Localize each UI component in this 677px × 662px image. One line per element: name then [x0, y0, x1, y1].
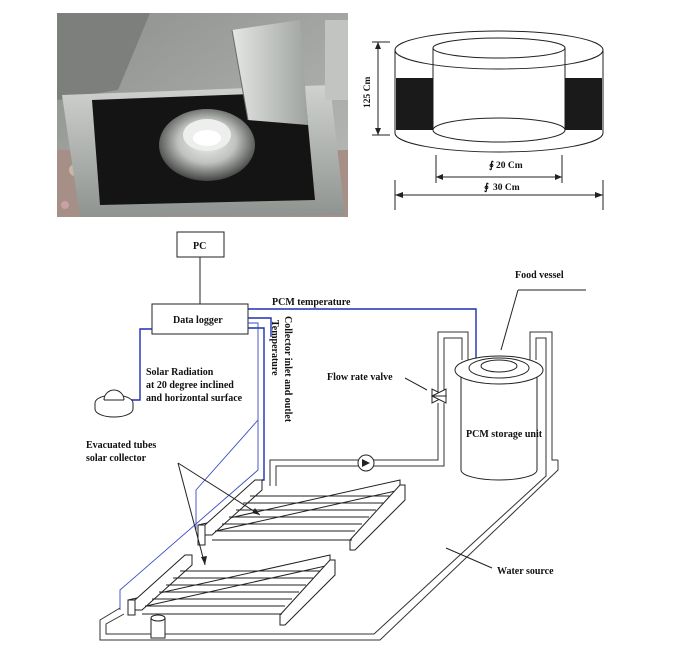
- solar-radiation-label-1: Solar Radiation: [146, 367, 214, 378]
- height-dimension-label: 125 Cm: [363, 77, 373, 108]
- pyranometer-icon: [94, 389, 134, 418]
- insulation-left: [396, 78, 433, 130]
- pcm-temperature-label: PCM temperature: [272, 297, 351, 308]
- pc-box: [176, 231, 225, 258]
- solar-radiation-label-2: at 20 degree inclined: [146, 380, 234, 391]
- flow-rate-valve-label: Flow rate valve: [327, 372, 393, 383]
- outer-diameter-symbol: ∮: [484, 182, 489, 193]
- pcm-cylinder-schematic: 125 Cm ∮ 20 Cm ∮ 30 Cm: [363, 30, 604, 210]
- solar-radiation-label-3: and horizontal surface: [146, 393, 243, 404]
- pc-label: PC: [193, 241, 206, 252]
- inner-diameter-label: 20 Cm: [496, 161, 523, 171]
- insulation-right: [565, 78, 602, 130]
- water-tank: [150, 614, 166, 639]
- inner-diameter-symbol: ∮: [489, 160, 494, 171]
- collector-inlet-outlet-label-2: Temperature: [269, 320, 280, 376]
- collector-upper: [197, 479, 406, 551]
- collector-lower: [127, 554, 336, 626]
- water-source-label: Water source: [497, 566, 554, 577]
- evacuated-tubes-label-2: solar collector: [86, 453, 147, 464]
- collector-inlet-outlet-label-1: Collector inlet and outlet: [282, 316, 293, 423]
- solar-cooker-photo: [57, 13, 348, 217]
- outer-diameter-label: 30 Cm: [493, 183, 520, 193]
- valve-icon: [430, 388, 448, 404]
- pcm-storage-unit: [454, 355, 544, 481]
- food-vessel-label: Food vessel: [515, 270, 564, 281]
- pcm-storage-unit-label: PCM storage unit: [466, 429, 543, 440]
- system-schematic: PC Data logger PCM temperature Collector…: [86, 231, 586, 641]
- data-logger-box: [151, 303, 249, 335]
- data-logger-label: Data logger: [173, 315, 223, 326]
- evacuated-tubes-label-1: Evacuated tubes: [86, 440, 156, 451]
- pump-icon: [357, 454, 375, 472]
